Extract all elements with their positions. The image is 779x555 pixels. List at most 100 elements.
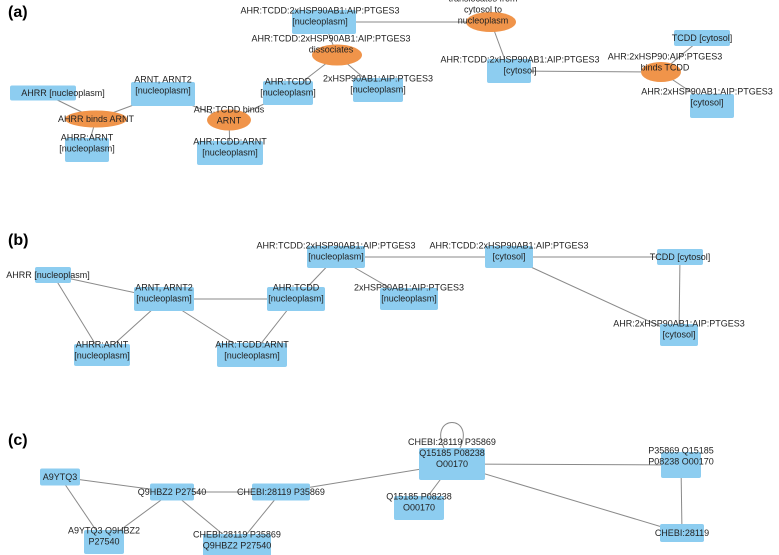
node-label-line: O00170 — [436, 459, 468, 469]
node-label-line: AHR:TCDD:ARNT — [215, 340, 289, 350]
node-label-line: AHR:TCDD:2xHSP90AB1:AIP:PTGES3 — [240, 6, 399, 16]
node-b_ahrr[interactable]: AHRR [nucleoplasm] — [6, 267, 90, 283]
nodes-layer: AHRR [nucleoplasm]ARNT, ARNT2[nucleoplas… — [6, 0, 773, 555]
node-label-line: [nucleoplasm] — [292, 17, 348, 27]
node-label-line: [nucleoplasm] — [224, 351, 280, 361]
node-c_chebi_p35[interactable]: CHEBI:28119 P35869 — [237, 483, 325, 501]
node-a_ahr_tcdd[interactable]: AHR:TCDD[nucleoplasm] — [260, 77, 316, 106]
reaction-node-shape — [312, 44, 362, 66]
entity-node-shape — [252, 483, 310, 501]
node-b_arnt[interactable]: ARNT, ARNT2[nucleoplasm] — [134, 283, 194, 312]
edge-b_complex_cyt-b_ahr_hsp_cyt — [508, 256, 680, 336]
node-label-line: ARNT, ARNT2 — [135, 283, 193, 293]
node-a_tcdd_cyt[interactable]: TCDD [cytosol] — [672, 30, 733, 46]
node-label-line: [nucleoplasm] — [136, 294, 192, 304]
node-b_complex_cyt[interactable]: AHR:TCDD:2xHSP90AB1:AIP:PTGES3[cytosol] — [429, 241, 589, 269]
node-label-line: Q9HBZ2 P27540 — [138, 487, 207, 497]
node-label-line: CHEBI:28119 P35869 — [408, 437, 496, 447]
node-a_arnt[interactable]: ARNT, ARNT2[nucleoplasm] — [131, 75, 195, 107]
node-a_complex_nuc[interactable]: AHR:TCDD:2xHSP90AB1:AIP:PTGES3[nucleopla… — [240, 6, 400, 35]
node-label-line: [nucleoplasm] — [381, 294, 437, 304]
entity-node-shape — [35, 267, 71, 283]
node-label-line: 2xHSP90AB1:AIP:PTGES3 — [354, 283, 464, 293]
node-label-line: CHEBI:28119 P35869 — [193, 530, 281, 540]
entity-node-shape — [134, 287, 194, 311]
node-c_chebi[interactable]: CHEBI:28119 — [655, 524, 709, 542]
entity-node-shape — [150, 483, 194, 501]
node-label-line: AHR:TCDD — [265, 77, 312, 87]
node-a_ahrr_arnt[interactable]: AHRR:ARNT[nucleoplasm] — [59, 133, 115, 163]
panel-label-2: (b) — [8, 232, 28, 249]
entity-node-shape — [419, 448, 485, 480]
node-b_ahrr_arnt[interactable]: AHRR:ARNT[nucleoplasm] — [74, 340, 130, 367]
panel-labels: (a) (b) (c) — [8, 4, 28, 449]
entity-node-shape — [485, 246, 533, 268]
node-label-line: [nucleoplasm] — [268, 294, 324, 304]
node-label-line: AHR:TCDD:2xHSP90AB1:AIP:PTGES3 — [429, 241, 588, 251]
node-b_ahr_hsp_cyt[interactable]: AHR:2xHSP90AB1:AIP:PTGES3[cytosol] — [613, 319, 745, 347]
node-c_a9[interactable]: A9YTQ3 — [40, 468, 80, 486]
node-label-line: CHEBI:28119 P35869 — [237, 487, 325, 497]
node-label-line: ARNT, ARNT2 — [134, 75, 192, 85]
node-label-line: dissociates — [309, 45, 354, 55]
node-c_q9[interactable]: Q9HBZ2 P27540 — [138, 483, 207, 501]
entity-node-shape — [84, 530, 124, 554]
entity-node-shape — [353, 78, 403, 102]
node-b_hsp_nuc[interactable]: 2xHSP90AB1:AIP:PTGES3[nucleoplasm] — [354, 283, 464, 311]
edge-c_big-c_big — [440, 422, 464, 449]
node-b_ahr_tcdd[interactable]: AHR:TCDD[nucleoplasm] — [267, 283, 325, 312]
entity-node-shape — [380, 288, 438, 310]
node-label-line: CHEBI:28119 — [655, 528, 709, 538]
node-a_complex_cyt[interactable]: AHR:TCDD:2xHSP90AB1:AIP:PTGES3[cytosol] — [440, 55, 600, 84]
node-label-line: [nucleoplasm] — [74, 351, 130, 361]
reaction-node-shape — [65, 110, 127, 128]
edge-c_big-c_p35_q15 — [451, 463, 682, 466]
entity-node-shape — [263, 81, 313, 105]
node-label-line: AHR:TCDD:ARNT — [193, 137, 267, 147]
entity-node-shape — [65, 138, 109, 162]
node-a_ahrr[interactable]: AHRR [nucleoplasm] — [10, 85, 105, 101]
entity-node-shape — [394, 496, 444, 520]
entity-node-shape — [657, 249, 703, 265]
entity-node-shape — [197, 141, 263, 165]
node-b_ahr_tcdd_arnt[interactable]: AHR:TCDD:ARNT[nucleoplasm] — [215, 340, 289, 368]
node-label-line: A9YTQ3 Q9HBZ2 — [68, 526, 140, 536]
edge-b_ahrr-b_ahrr_arnt — [52, 274, 103, 356]
node-label-line: binds TCDD — [641, 63, 690, 73]
node-a_r_translocates[interactable]: AHR:TCDD:2xHSP90AB1:AIP:PTGES3translocat… — [403, 0, 562, 32]
node-b_complex_nuc[interactable]: AHR:TCDD:2xHSP90AB1:AIP:PTGES3[nucleopla… — [256, 241, 416, 269]
edge-b_tcdd_cyt-b_ahr_hsp_cyt — [678, 256, 681, 336]
node-b_tcdd_cyt[interactable]: TCDD [cytosol] — [650, 249, 711, 265]
entity-node-shape — [487, 59, 531, 83]
node-label-line: AHR:TCDD binds — [194, 105, 265, 115]
node-label-line: AHRR [nucleoplasm] — [6, 270, 90, 280]
entity-node-shape — [690, 94, 734, 118]
node-a_ahr_tcdd_arnt[interactable]: AHR:TCDD:ARNT[nucleoplasm] — [193, 137, 267, 166]
panel-label-1: (a) — [8, 4, 28, 21]
node-label-line: cytosol to — [464, 5, 502, 15]
panel-label-3: (c) — [8, 432, 28, 449]
node-label-line: AHRR:ARNT — [61, 133, 114, 143]
node-label-line: [nucleoplasm] — [135, 86, 191, 96]
entity-node-shape — [10, 85, 76, 101]
entity-node-shape — [203, 534, 271, 555]
node-label-line: AHR:TCDD:2xHSP90AB1:AIP:PTGES3 — [251, 34, 410, 44]
entity-node-shape — [660, 324, 698, 346]
node-label-line: ARNT — [217, 116, 242, 126]
node-label-line: [nucleoplasm] — [308, 252, 364, 262]
node-a_hsp_nuc[interactable]: 2xHSP90AB1:AIP:PTGES3[nucleoplasm] — [323, 74, 433, 103]
node-label-line: O00170 — [403, 503, 435, 513]
node-a_ahr_hsp_cyt[interactable]: AHR:2xHSP90AB1:AIP:PTGES3[cytosol] — [641, 87, 773, 119]
node-label-line: translocates from — [448, 0, 517, 4]
entity-node-shape — [217, 343, 287, 367]
node-a_r_dissociates[interactable]: AHR:TCDD:2xHSP90AB1:AIP:PTGES3dissociate… — [251, 34, 411, 66]
node-a_r_ahrr_binds[interactable]: AHRR binds ARNT — [58, 110, 135, 128]
node-label-line: P27540 — [88, 537, 119, 547]
